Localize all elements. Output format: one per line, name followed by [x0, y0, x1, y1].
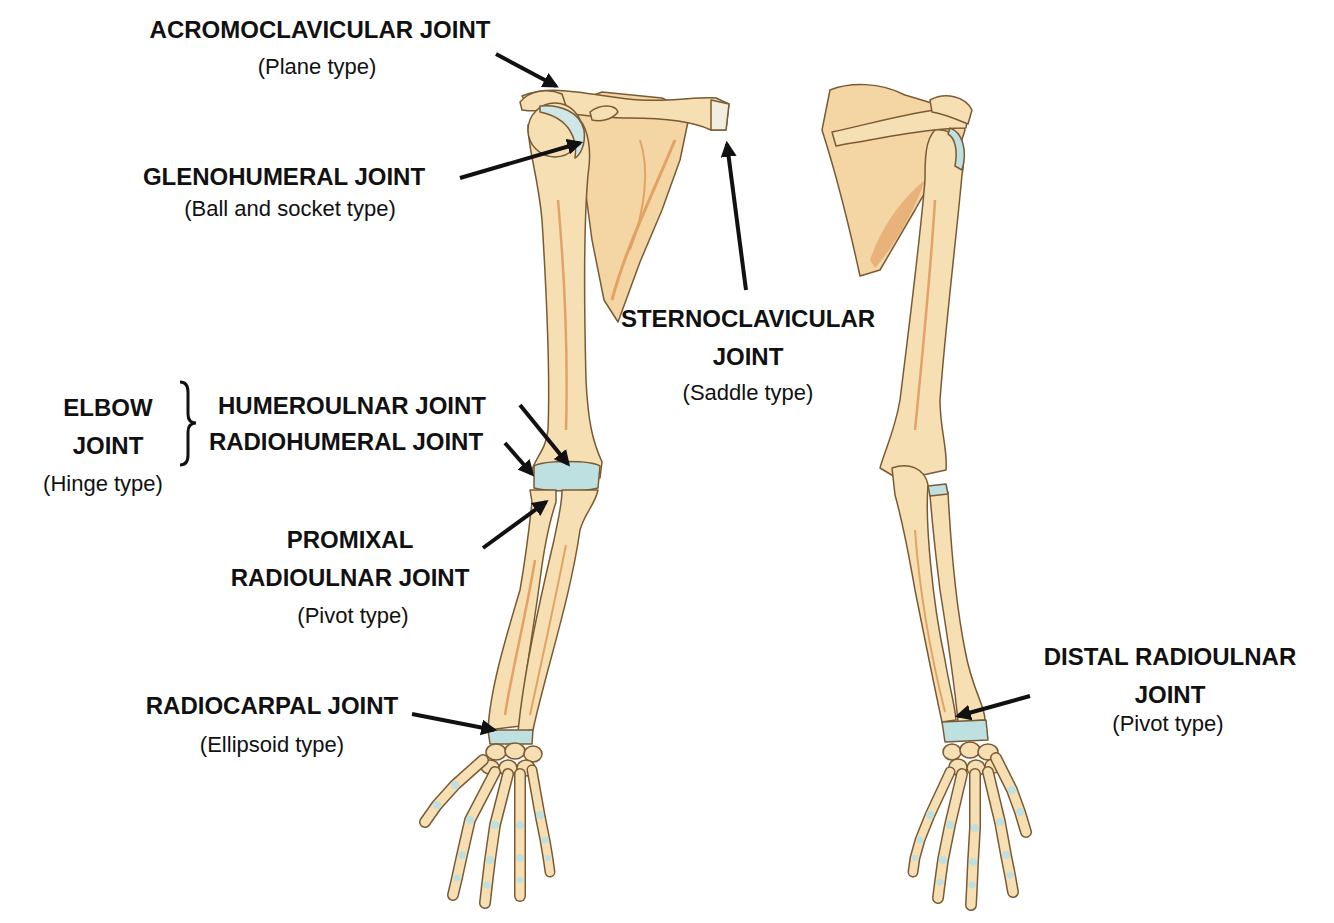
- joint-cartilage: [969, 882, 976, 889]
- joint-name: DISTAL RADIOULNAR JOINT: [1023, 638, 1318, 714]
- joint-name: RADIOHUMERAL JOINT: [209, 423, 483, 461]
- fingers: [913, 758, 1026, 905]
- joint-cartilage: [912, 855, 918, 861]
- bone-shading: [612, 140, 675, 300]
- joint-type: (Saddle type): [683, 378, 814, 408]
- leader-arrow: [460, 143, 580, 178]
- joint-name: RADIOCARPAL JOINT: [146, 687, 398, 725]
- joint-cartilage: [969, 858, 977, 866]
- joint-type: (Ellipsoid type): [200, 730, 344, 760]
- joint-cartilage: [516, 854, 524, 862]
- humerus: [528, 120, 602, 478]
- joint-cartilage: [917, 837, 924, 844]
- joint-cartilage: [1002, 851, 1010, 859]
- joint-name: ELBOW JOINT: [51, 389, 166, 465]
- leader-arrow: [412, 714, 494, 730]
- bone-shading: [915, 530, 945, 712]
- coracoid: [590, 106, 618, 121]
- joint-cartilage: [971, 824, 979, 832]
- anterior-arm: [425, 90, 729, 903]
- joint-cartilage: [946, 821, 954, 829]
- joint-type: (Ball and socket type): [184, 194, 396, 224]
- joint-type: (Pivot type): [297, 601, 408, 631]
- joint-cartilage: [433, 801, 441, 809]
- bone-shading: [505, 560, 535, 715]
- leader-arrow: [727, 144, 746, 290]
- bracket: [180, 382, 196, 465]
- finger-joints: [912, 786, 1024, 889]
- leader-arrow: [496, 54, 556, 86]
- finger-outline: [514, 774, 526, 896]
- bone-shading: [530, 545, 566, 715]
- humerus: [880, 130, 963, 480]
- finger-outline: [913, 772, 950, 872]
- joint-name: PROMIXAL RADIOULNAR JOINT: [210, 521, 490, 597]
- finger-bone: [913, 772, 950, 872]
- joint-type: (Pivot type): [1112, 709, 1223, 739]
- finger-outline: [996, 758, 1026, 832]
- sternal-end: [711, 100, 729, 130]
- acromion: [930, 96, 972, 124]
- joint-cartilage: [484, 882, 491, 889]
- elbow-cartilage: [534, 462, 600, 492]
- bone-shading: [915, 200, 935, 430]
- leader-arrow: [483, 502, 546, 548]
- joint-cartilage: [454, 875, 461, 882]
- finger-joints: [433, 781, 551, 889]
- wrist-cartilage: [942, 720, 988, 742]
- joint-cartilage: [1016, 808, 1024, 816]
- joint-cartilage: [545, 855, 551, 861]
- joint-cartilage: [486, 856, 494, 864]
- joint-cartilage: [458, 851, 466, 859]
- finger-bone: [996, 758, 1026, 832]
- joint-cartilage: [491, 821, 499, 829]
- finger-bone: [516, 774, 525, 896]
- joint-name: ACROMOCLAVICULAR JOINT: [150, 11, 491, 49]
- joint-name: HUMEROULNAR JOINT: [218, 387, 486, 425]
- leader-arrow: [520, 405, 568, 464]
- joint-cartilage: [926, 811, 934, 819]
- leader-arrow: [505, 443, 532, 474]
- joint-cartilage: [996, 818, 1004, 826]
- elbow-cartilage: [928, 484, 948, 496]
- carpal-bone: [486, 744, 506, 760]
- ulna: [518, 490, 598, 732]
- leader-arrows: [412, 54, 1030, 730]
- joint-cartilage: [1007, 872, 1014, 879]
- leader-arrow: [958, 696, 1030, 716]
- joint-cartilage: [516, 821, 524, 829]
- finger-bone: [532, 770, 550, 872]
- posterior-arm: [822, 85, 1026, 905]
- joint-cartilage: [939, 856, 947, 864]
- fingers: [425, 760, 550, 903]
- joint-cartilage: [937, 879, 944, 886]
- joint-cartilage: [517, 877, 524, 884]
- wrist-cartilage: [488, 730, 533, 744]
- finger-outline: [532, 770, 550, 872]
- carpal-bone: [505, 743, 525, 759]
- joint-cartilage: [536, 811, 544, 819]
- joint-name: GLENOHUMERAL JOINT: [143, 158, 425, 196]
- bone-shading: [558, 200, 567, 430]
- joint-cartilage: [466, 816, 474, 824]
- joint-cartilage: [1008, 786, 1016, 794]
- glenoid-cartilage: [948, 128, 964, 170]
- joint-name: STERNOCLAVICULAR JOINT: [603, 300, 893, 376]
- bone-shading: [630, 140, 645, 250]
- joint-type: (Hinge type): [43, 469, 163, 499]
- joint-cartilage: [542, 837, 549, 844]
- joint-cartilage: [451, 781, 459, 789]
- carpal-bone: [960, 742, 980, 758]
- joint-type: (Plane type): [258, 52, 377, 82]
- carpal-bone: [943, 744, 961, 760]
